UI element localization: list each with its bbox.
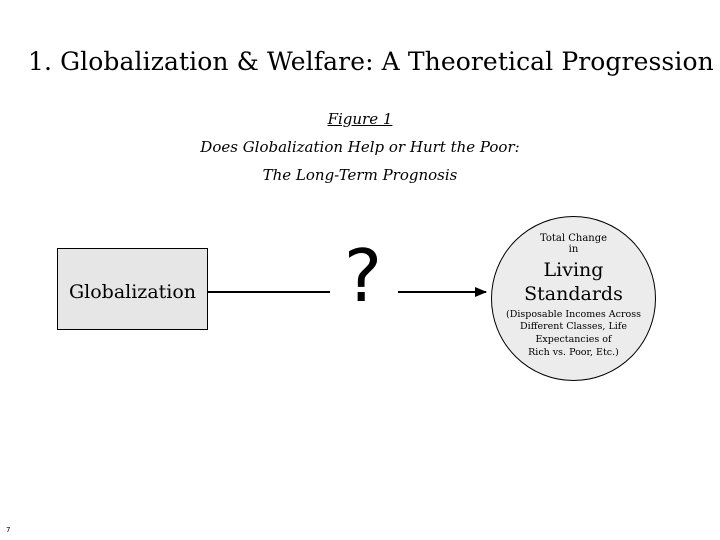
circle-main-line-1: Living [543,259,604,281]
page-number: 7 [6,526,11,534]
circle-main-line-2: Standards [524,283,623,305]
circle-note-line-4: Rich vs. Poor, Etc.) [528,347,619,358]
figure-subtitle-line-2: The Long-Term Prognosis [262,166,458,184]
question-mark: ? [343,234,383,318]
circle-top-line-2: in [568,244,579,255]
living-standards-circle [491,216,656,381]
figure-subtitle-line-1: Does Globalization Help or Hurt the Poor… [200,138,520,156]
circle-note-line-2: Different Classes, Life [520,321,627,332]
circle-top-line-1: Total Change [539,233,608,244]
circle-note-line-3: Expectancies of [535,334,612,345]
slide-title: 1. Globalization & Welfare: A Theoretica… [28,47,714,76]
circle-note-line-1: (Disposable Incomes Across [506,309,641,320]
globalization-box [57,248,208,330]
globalization-label: Globalization [68,281,197,303]
figure-label: Figure 1 [327,110,393,128]
